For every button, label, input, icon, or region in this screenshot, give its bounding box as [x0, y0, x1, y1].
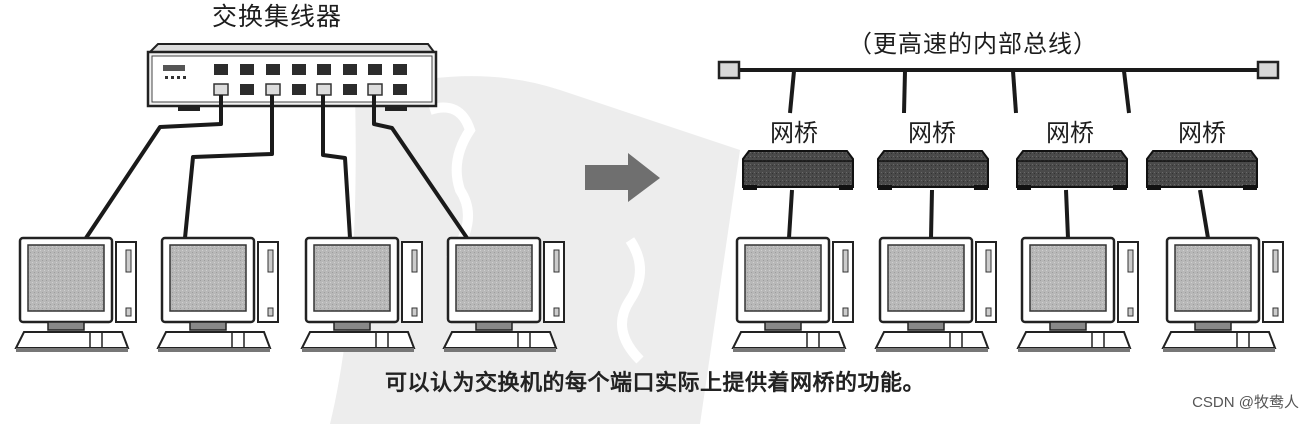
bridge-icon	[1016, 150, 1128, 191]
computer-icon	[1161, 236, 1285, 354]
computer-icon	[300, 236, 424, 354]
switching-hub-title: 交换集线器	[212, 2, 343, 31]
internal-bus-label: （更高速的内部总线）	[848, 30, 1098, 58]
computer-icon	[442, 236, 566, 354]
computer-icon	[874, 236, 998, 354]
computer-icon	[14, 236, 138, 354]
computer-icon	[156, 236, 280, 354]
bridge-icon	[1146, 150, 1258, 191]
arrow-right-icon	[585, 153, 660, 202]
bridge-label: 网桥	[1178, 119, 1226, 147]
hub-cables	[84, 95, 469, 240]
bridge-icon	[742, 150, 854, 191]
computer-icon	[731, 236, 855, 354]
source-watermark: CSDN @牧鸯人	[1192, 394, 1299, 411]
computer-icon	[1016, 236, 1140, 354]
figure-caption: 可以认为交换机的每个端口实际上提供着网桥的功能。	[385, 370, 926, 396]
internal-bus	[717, 60, 1280, 114]
switching-hub-icon	[146, 43, 438, 111]
bridge-icon	[877, 150, 989, 191]
bridge-label: 网桥	[1046, 119, 1094, 147]
bridge-label: 网桥	[770, 119, 818, 147]
bridge-label: 网桥	[908, 119, 956, 147]
